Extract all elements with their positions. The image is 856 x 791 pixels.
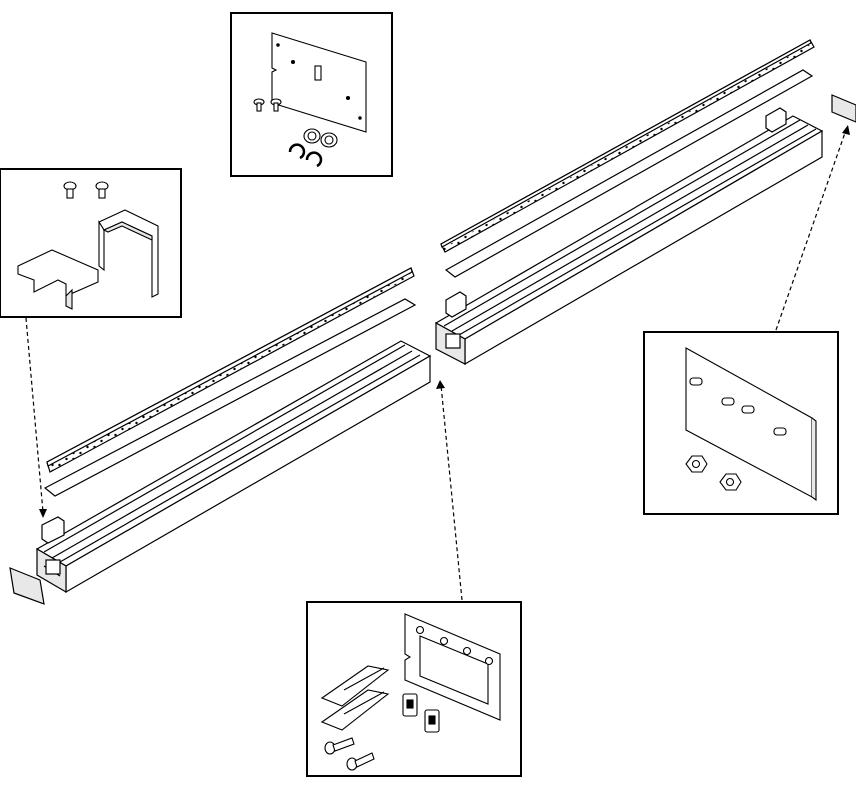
hex-nut-icon	[719, 473, 742, 491]
clip-icon	[288, 143, 306, 160]
screw-icon	[253, 98, 265, 112]
end-bracket	[17, 249, 99, 310]
clip-icon	[305, 151, 323, 168]
standoff-icon	[689, 377, 703, 386]
latch-icon	[424, 709, 440, 733]
spring-clip-icon	[320, 665, 390, 707]
hex-nut-icon	[685, 455, 708, 473]
callout-inset-bottom-center	[306, 601, 522, 777]
right-rail-assembly	[434, 39, 856, 366]
screw-icon	[95, 181, 109, 199]
screw-icon	[63, 181, 77, 199]
left-perforated-cover	[46, 267, 415, 473]
right-end-bracket	[445, 291, 467, 318]
left-end-bracket	[41, 516, 65, 544]
leader-left-inset	[25, 317, 44, 513]
callout-inset-right	[643, 331, 839, 515]
latch-icon	[402, 693, 418, 717]
mounting-plate	[271, 32, 367, 133]
right-end-bracket-far	[765, 107, 787, 133]
leader-bottom-inset	[440, 384, 463, 601]
screw-icon	[270, 98, 282, 112]
leader-arrowheads	[39, 125, 850, 518]
screw-icon	[346, 752, 375, 771]
right-channel-body	[434, 115, 824, 366]
bushing-icon	[320, 132, 338, 148]
screw-icon	[324, 737, 355, 755]
bracket-cover	[98, 209, 159, 298]
left-diffuser-strip	[43, 298, 417, 497]
left-rail-assembly	[9, 267, 432, 605]
left-end-cap	[9, 567, 45, 605]
standoff-icon	[773, 427, 787, 436]
standoff-icon	[741, 405, 755, 414]
right-perforated-cover	[440, 39, 815, 253]
spring-clip-icon	[320, 689, 390, 731]
callout-inset-left	[0, 168, 182, 318]
right-end-cap	[831, 94, 856, 123]
standoff-icon	[721, 397, 735, 406]
callout-leaders	[25, 129, 847, 601]
gasket-plate	[404, 613, 501, 721]
left-channel-body	[35, 340, 432, 594]
callout-inset-top-center	[230, 12, 393, 177]
leader-right-inset	[775, 129, 847, 331]
bushing-icon	[303, 128, 321, 144]
right-diffuser-strip	[444, 69, 814, 278]
